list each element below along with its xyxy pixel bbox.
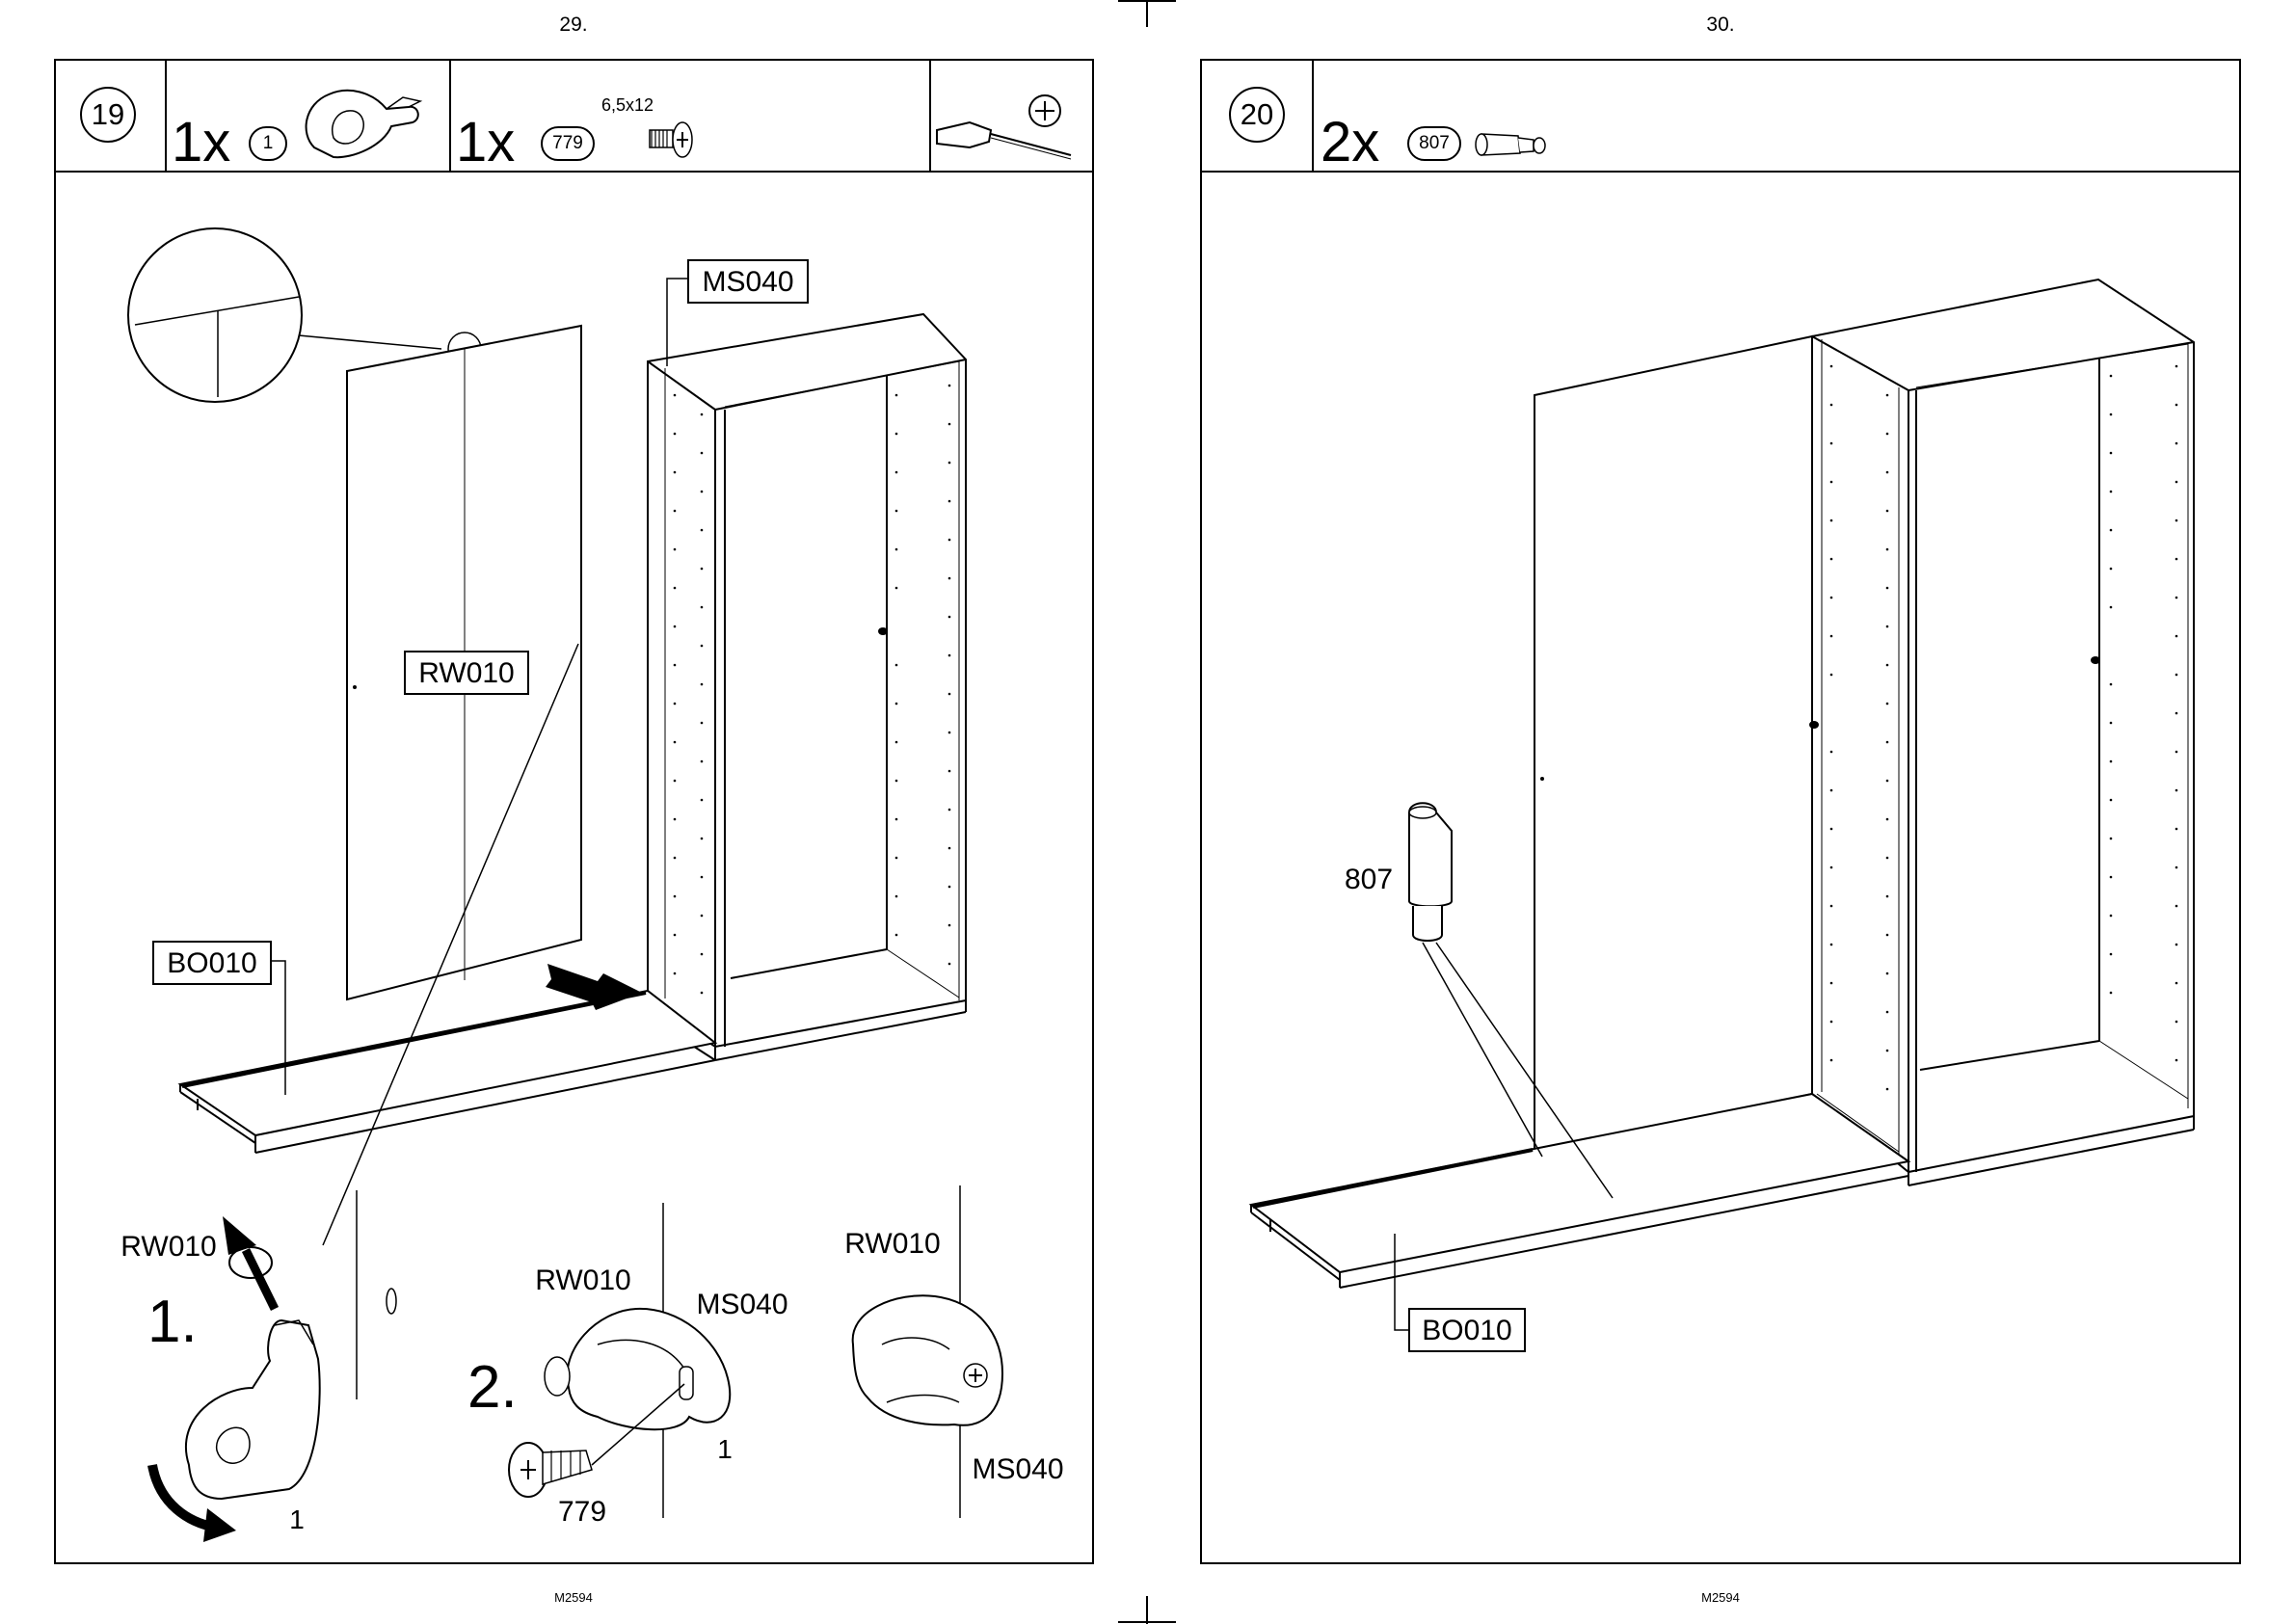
part807-id: 807 — [1407, 126, 1461, 161]
substep1-number: 1. — [147, 1289, 198, 1355]
rw010-label: RW010 — [418, 657, 515, 689]
ms040-label-sub2: MS040 — [696, 1289, 787, 1320]
step20-number: 20 — [1229, 87, 1285, 143]
bracket-part-icon — [295, 80, 449, 167]
screw-label-779: 779 — [558, 1496, 606, 1528]
part2-quantity: 1x — [456, 115, 515, 171]
rw010-label-sub1: RW010 — [120, 1231, 217, 1263]
bo010-base — [180, 991, 715, 1153]
screw-size: 6,5x12 — [601, 95, 654, 116]
substep2-illustration — [509, 1203, 730, 1518]
dowel-label-807: 807 — [1345, 864, 1393, 895]
dowel-part-icon — [1470, 120, 1557, 167]
ms040-cabinet — [648, 314, 966, 1060]
screw-part-icon — [646, 119, 706, 165]
screwdriver-icon — [931, 72, 1095, 169]
rw010-back-panel — [1534, 336, 1812, 1157]
part1-quantity: 1x — [172, 115, 230, 171]
part2-id: 779 — [541, 126, 595, 161]
bo010-label: BO010 — [167, 947, 256, 979]
part1-id: 1 — [249, 126, 287, 161]
substep2-number: 2. — [467, 1354, 518, 1421]
right-footer-code: M2594 — [1672, 1590, 1769, 1605]
rw010-label-result: RW010 — [844, 1228, 941, 1260]
bo010-label-right: BO010 — [1422, 1315, 1511, 1346]
cabinet-pair — [1812, 280, 2194, 1185]
step20-drawing: 807 BO010 — [1200, 169, 2241, 1564]
bracket-label-1a: 1 — [289, 1504, 305, 1534]
left-footer-code: M2594 — [525, 1590, 622, 1605]
bracket-label-1b: 1 — [717, 1434, 733, 1464]
ms040-label: MS040 — [702, 266, 793, 298]
part807-quantity: 2x — [1321, 115, 1379, 171]
rw010-label-sub2: RW010 — [535, 1265, 631, 1296]
step19-drawing: MS040 RW010 BO010 RW010 1. 1 RW010 MS040… — [54, 169, 1094, 1564]
ms040-label-result: MS040 — [972, 1453, 1063, 1485]
step19-number: 19 — [80, 87, 136, 143]
